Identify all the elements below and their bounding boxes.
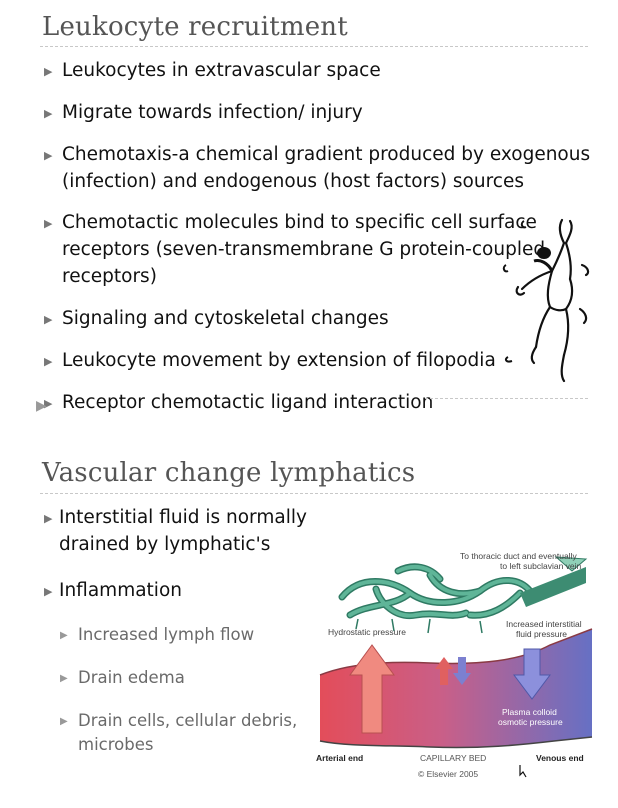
slide-bottom-divider (425, 398, 588, 399)
label-plasma-colloid-1: Plasma colloid (502, 707, 557, 717)
triangle-bullet-icon: ▶ (60, 630, 68, 641)
bullet-text: Chemotactic molecules bind to specific c… (62, 212, 537, 233)
lymphatic-duct (520, 567, 586, 607)
capillary-vessel (320, 629, 592, 748)
title-divider (40, 46, 588, 47)
bullet-text-continued: receptors (seven-transmembrane G protein… (62, 239, 546, 260)
triangle-bullet-icon: ▶ (44, 65, 53, 78)
bullet-text: Leukocyte movement by extension of filop… (62, 350, 496, 371)
small-down-arrow-icon (453, 657, 471, 685)
flow-arrow-icon (554, 556, 588, 572)
label-copyright: © Elsevier 2005 (418, 769, 478, 779)
label-plasma-colloid-2: osmotic pressure (498, 717, 563, 727)
triangle-bullet-icon: ▶ (44, 585, 53, 598)
sub-bullet-text-continued: microbes (78, 735, 154, 754)
sub-bullet-text: Drain cells, cellular debris, (78, 711, 298, 730)
bullet-text: Receptor chemotactic ligand interaction (62, 392, 434, 413)
triangle-bullet-icon: ▶ (44, 107, 53, 120)
triangle-bullet-icon: ▶ (60, 716, 68, 727)
bullet-text-continued: drained by lymphatic's (59, 534, 271, 555)
label-interstitial-1: Increased interstitial (506, 619, 582, 629)
label-arterial-end: Arterial end (316, 753, 363, 763)
slide-title-vascular-change: Vascular change lymphatics (42, 458, 416, 488)
label-thoracic-duct-2: to left subclavian vein (500, 561, 582, 571)
bullet-text: Leukocytes in extravascular space (62, 60, 381, 81)
bullet-text-continued: (infection) and endogenous (host factors… (62, 171, 524, 192)
label-hydrostatic-pressure: Hydrostatic pressure (328, 627, 406, 637)
climber-figure-icon (502, 218, 590, 383)
label-thoracic-duct-1: To thoracic duct and eventually (460, 551, 577, 561)
bullet-text: Migrate towards infection/ injury (62, 102, 363, 123)
capillary-lymphatic-diagram: To thoracic duct and eventually to left … (316, 551, 593, 779)
triangle-bullet-icon: ▶ (44, 217, 53, 230)
title-divider (40, 493, 588, 494)
bullet-text: Interstitial fluid is normally (59, 507, 307, 528)
bullet-text: Inflammation (59, 580, 182, 601)
hydrostatic-pressure-arrow (349, 644, 395, 734)
triangle-bullet-icon: ▶ (44, 397, 53, 410)
triangle-bullet-icon: ▶ (44, 149, 53, 162)
cursor-icon (519, 765, 527, 778)
small-up-arrow-icon (435, 657, 453, 685)
label-interstitial-2: fluid pressure (516, 629, 567, 639)
label-venous-end: Venous end (536, 753, 584, 763)
triangle-bullet-icon: ▶ (44, 313, 53, 326)
oncotic-pressure-arrow (513, 648, 551, 700)
bullet-text: Chemotaxis-a chemical gradient produced … (62, 144, 591, 165)
triangle-bullet-icon: ▶ (60, 673, 68, 684)
triangle-bullet-icon: ▶ (44, 355, 53, 368)
triangle-bullet-icon: ▶ (44, 512, 53, 525)
slide-title-leukocyte-recruitment: Leukocyte recruitment (42, 12, 348, 42)
label-capillary-bed: CAPILLARY BED (420, 753, 486, 763)
play-arrow-icon: ▶ (36, 398, 47, 414)
bullet-text: Signaling and cytoskeletal changes (62, 308, 389, 329)
sub-bullet-text: Increased lymph flow (78, 625, 255, 644)
bullet-text-continued: receptors) (62, 266, 157, 287)
sub-bullet-text: Drain edema (78, 668, 185, 687)
